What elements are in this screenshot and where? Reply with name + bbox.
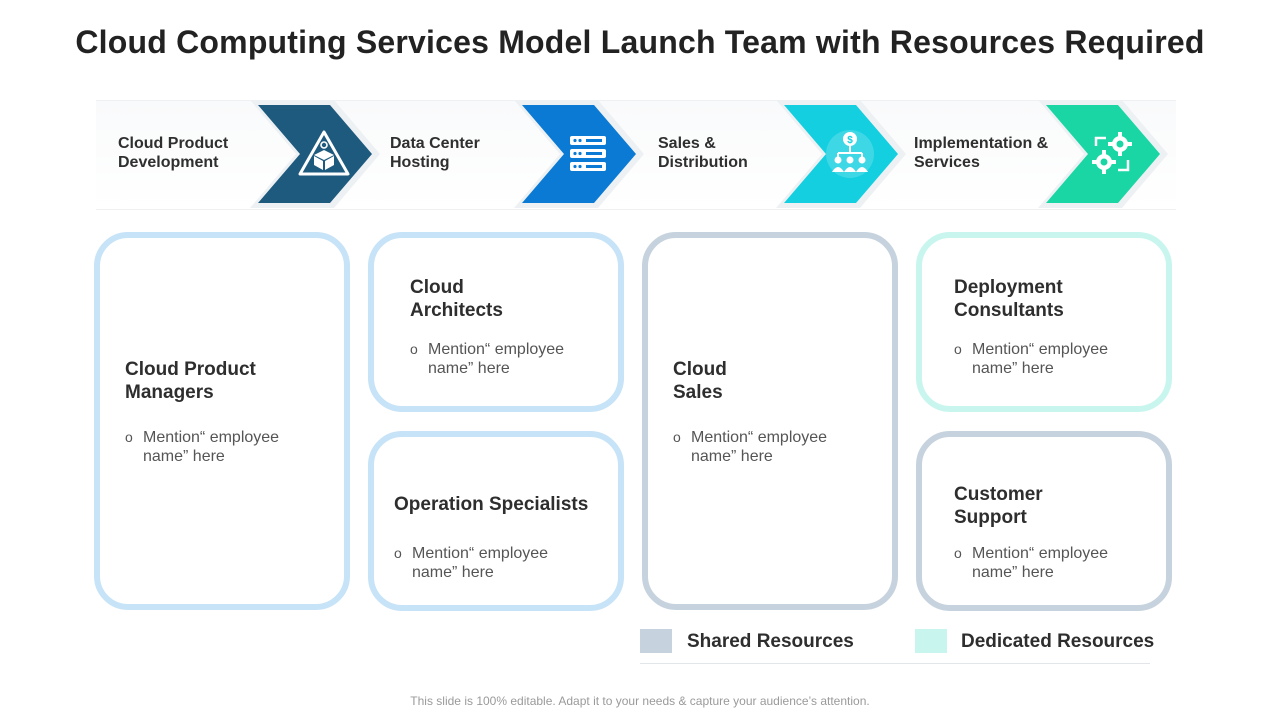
legend-label-dedicated: Dedicated Resources [961, 631, 1155, 652]
step-label-data-center: Data Center Hosting [390, 135, 480, 171]
page-title: Cloud Computing Services Model Launch Te… [75, 24, 1205, 60]
legend-label-shared: Shared Resources [687, 631, 854, 652]
card-cloud-sales: Cloud Sales Mention“ employee name” here [642, 232, 898, 610]
step-chevron-implementation [1038, 100, 1168, 208]
gears-icon [1084, 126, 1140, 182]
card-operation-specialists: Operation Specialists Mention“ employee … [368, 431, 624, 611]
product-box-icon [296, 126, 352, 182]
legend-swatch-dedicated [915, 629, 947, 653]
card-bullet: Mention“ employee name” here [673, 428, 851, 466]
card-cloud-architects: Cloud Architects Mention“ employee name”… [368, 232, 624, 412]
card-bullet: Mention“ employee name” here [394, 544, 572, 582]
legend-divider [640, 663, 1150, 664]
card-bullet: Mention“ employee name” here [125, 428, 303, 466]
card-cloud-product-managers: Cloud Product Managers Mention“ employee… [94, 232, 350, 610]
svg-text:$: $ [847, 135, 853, 146]
card-customer-support: Customer Support Mention“ employee name”… [916, 431, 1172, 611]
process-strip: Cloud Product Development Data Center Ho… [96, 100, 1176, 210]
step-label-sales-distribution: Sales & Distribution [658, 135, 748, 171]
card-bullet: Mention“ employee name” here [410, 340, 588, 378]
server-rack-icon [560, 126, 616, 182]
step-label-product-development: Cloud Product Development [118, 135, 229, 171]
card-title: Deployment Consultants [954, 277, 1064, 321]
card-deployment-consultants: Deployment Consultants Mention“ employee… [916, 232, 1172, 412]
card-bullet: Mention“ employee name” here [954, 340, 1132, 378]
card-title: Cloud Sales [673, 359, 727, 403]
legend-swatch-shared [640, 629, 672, 653]
card-title: Cloud Architects [410, 277, 503, 321]
step-chevron-data-center [514, 100, 644, 208]
card-title: Customer Support [954, 484, 1043, 528]
card-title: Operation Specialists [394, 494, 589, 515]
step-chevron-product-development [250, 100, 380, 208]
card-bullet: Mention“ employee name” here [954, 544, 1132, 582]
step-label-implementation: Implementation & Services [914, 135, 1049, 171]
step-chevron-sales-distribution: $ [776, 100, 906, 208]
footer-note: This slide is 100% editable. Adapt it to… [410, 694, 870, 708]
sales-network-icon: $ [822, 126, 878, 182]
card-title: Cloud Product Managers [125, 359, 256, 403]
